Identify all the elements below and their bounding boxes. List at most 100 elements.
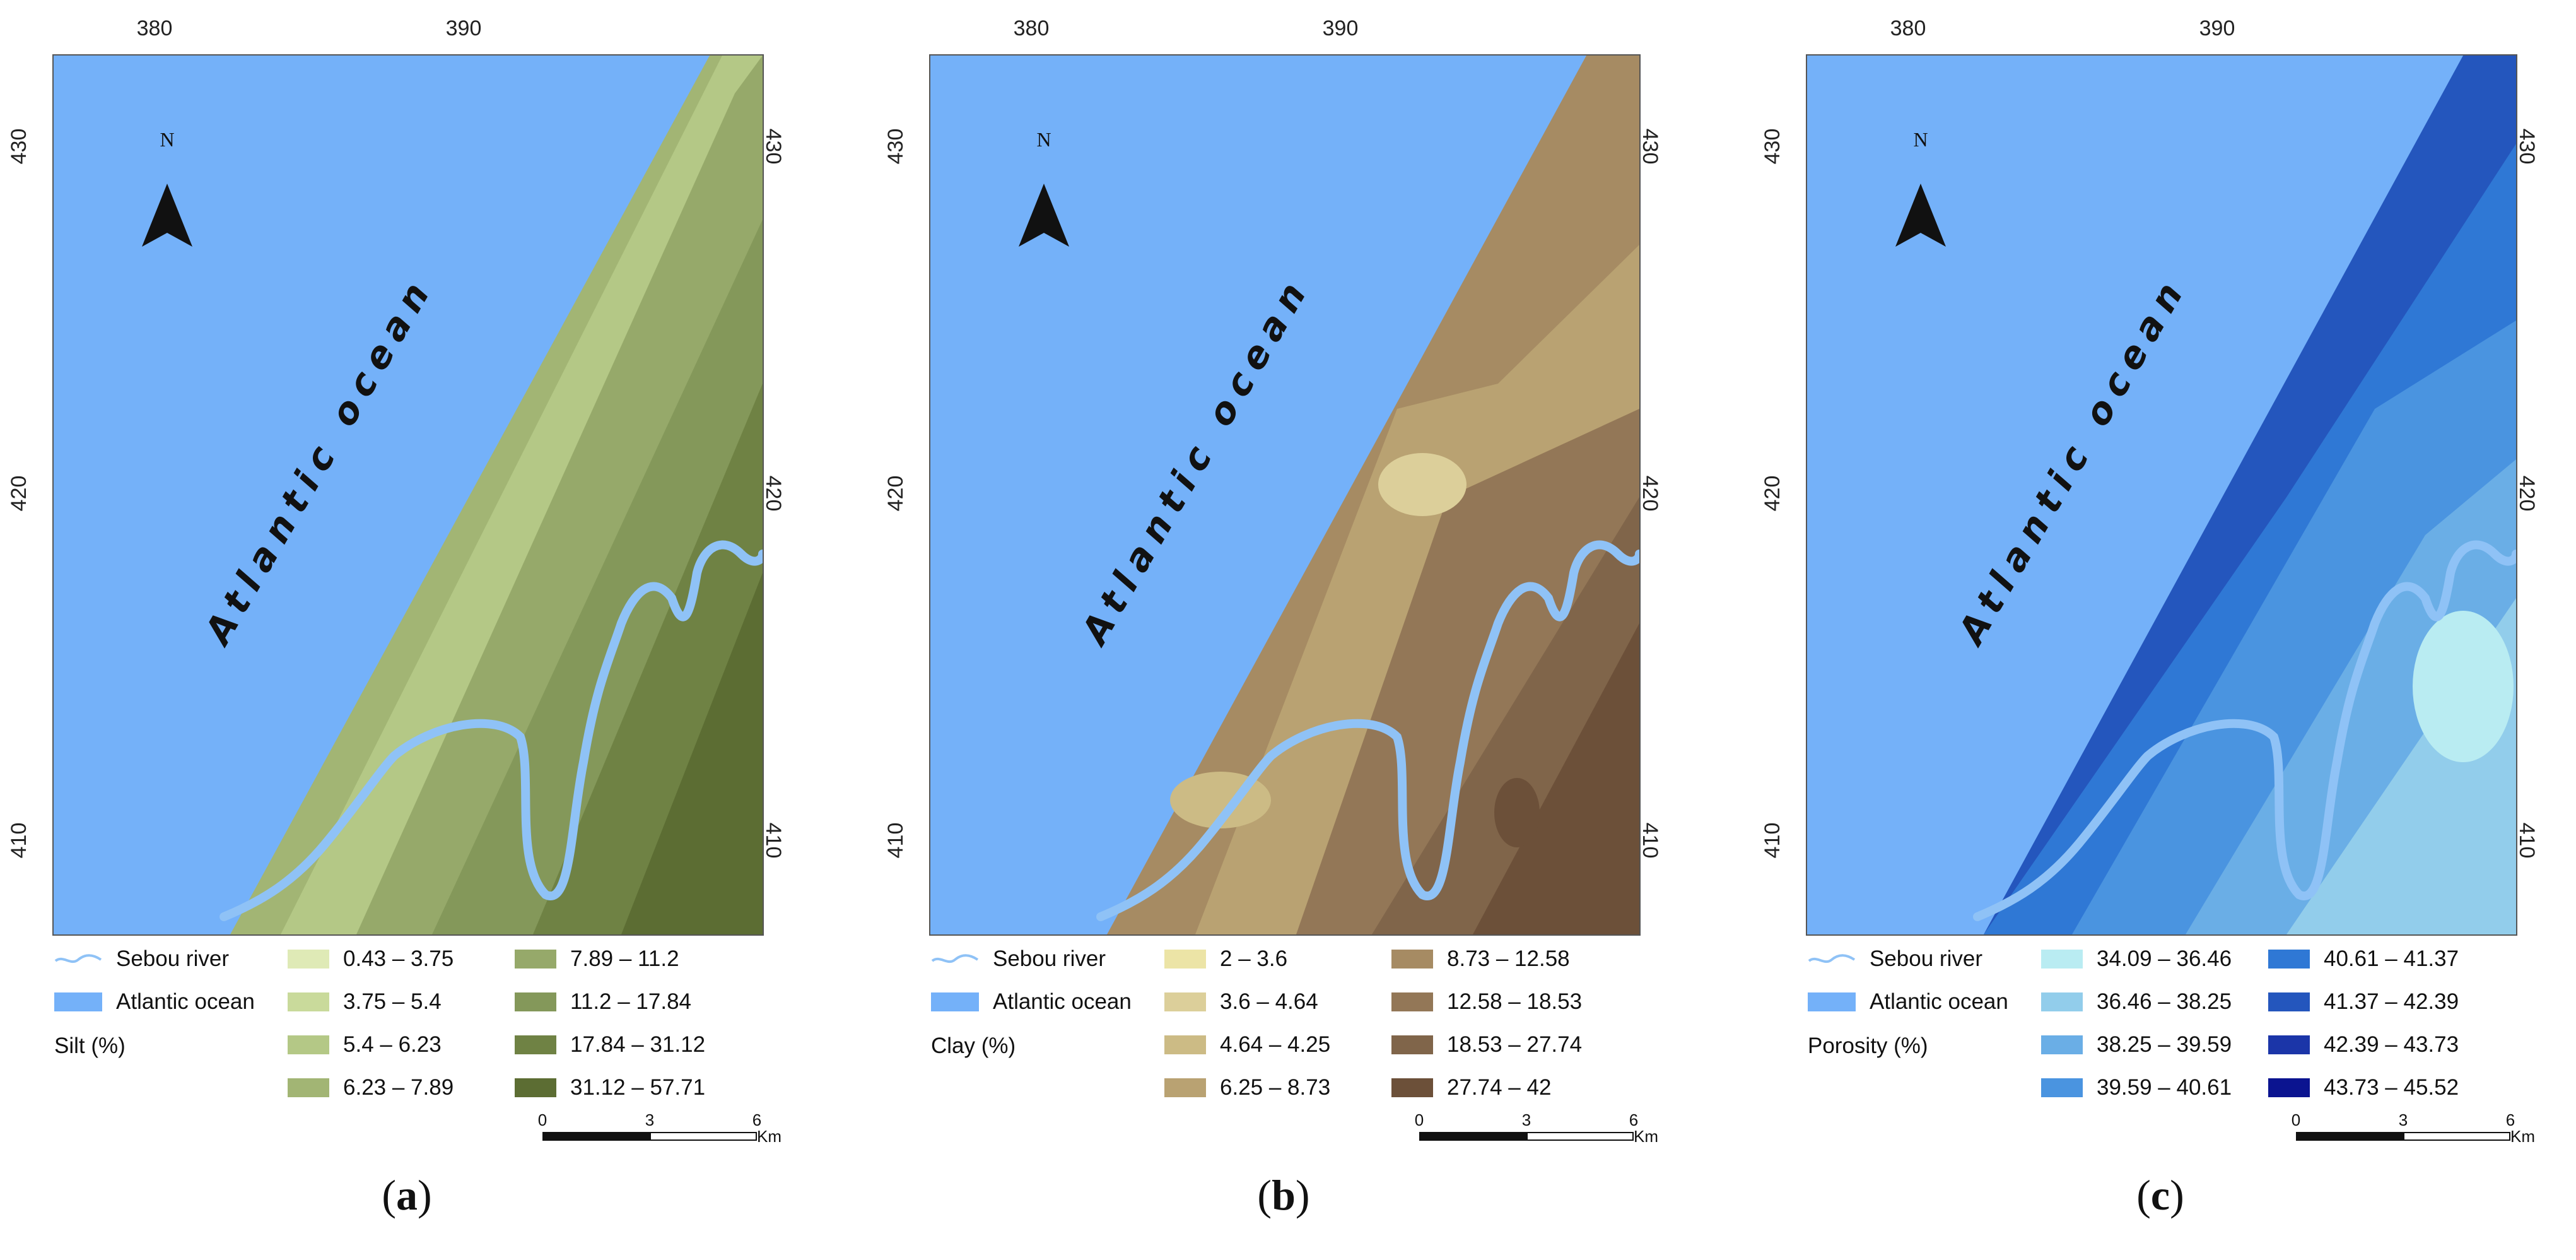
panel-caption: (a) <box>382 1171 432 1219</box>
legend-class-range: 42.39 – 43.73 <box>2324 1032 2459 1057</box>
northing-tick-label-right: 430 <box>1638 128 1662 165</box>
legend-ocean-label: Atlantic ocean <box>116 989 255 1014</box>
legend-river-item: Sebou river <box>54 946 229 972</box>
legend-class-range: 2 – 3.6 <box>1220 946 1288 971</box>
class-swatch <box>1164 1035 1206 1054</box>
legend-class-range: 6.23 – 7.89 <box>343 1075 454 1100</box>
northing-tick-label-left: 420 <box>884 475 908 512</box>
legend-class-item: 2 – 3.6 <box>1164 946 1287 972</box>
legend-class-range: 6.25 – 8.73 <box>1220 1075 1331 1100</box>
legend-river-item: Sebou river <box>931 946 1106 972</box>
panel-caption-letter: b <box>1272 1171 1296 1219</box>
scale-bar-segment-filled <box>2296 1132 2403 1141</box>
zone-patch <box>1494 778 1540 847</box>
legend-class-range: 11.2 – 17.84 <box>570 989 692 1014</box>
northing-tick-label-left: 410 <box>884 822 908 859</box>
legend-ocean-item: Atlantic ocean <box>1808 989 2008 1015</box>
legend-class-item: 17.84 – 31.12 <box>515 1032 705 1057</box>
zone-patch <box>1378 453 1467 516</box>
scale-bar-tick: 3 <box>1521 1110 1531 1129</box>
north-arrow-icon: N <box>1019 128 1069 247</box>
legend-river-item: Sebou river <box>1808 946 1982 972</box>
panel-caption: (c) <box>2136 1171 2184 1219</box>
ocean-swatch <box>54 992 102 1011</box>
legend-class-range: 3.6 – 4.64 <box>1220 989 1318 1014</box>
scale-bar-segment-filled <box>542 1132 650 1141</box>
scale-bar-tick: 0 <box>537 1110 547 1129</box>
ocean-swatch <box>931 992 979 1011</box>
panel-caption-letter: c <box>2150 1171 2170 1219</box>
legend-class-item: 12.58 – 18.53 <box>1391 989 1582 1015</box>
legend-class-item: 38.25 – 39.59 <box>2041 1032 2232 1057</box>
legend-variable-title: Porosity (%) <box>1808 1033 1928 1058</box>
northing-tick-label-right: 430 <box>2515 128 2539 165</box>
northing-tick-label-right: 410 <box>761 822 785 859</box>
class-swatch <box>1164 1078 1206 1097</box>
north-arrow-shape <box>1019 184 1069 247</box>
legend-class-item: 0.43 – 3.75 <box>288 946 454 972</box>
map-canvas <box>54 56 763 934</box>
map-frame: N Atlantic ocean <box>929 54 1641 936</box>
legend-class-range: 3.75 – 5.4 <box>343 989 442 1014</box>
scale-bar-segment-empty <box>650 1132 757 1141</box>
class-swatch <box>1391 1035 1433 1054</box>
class-swatch <box>2041 950 2083 969</box>
river-symbol-icon <box>1808 954 1856 963</box>
legend-variable-title: Clay (%) <box>931 1033 1016 1058</box>
class-swatch <box>2041 1078 2083 1097</box>
scale-bar-unit: Km <box>2510 1127 2535 1146</box>
north-label: N <box>1036 128 1051 151</box>
scale-bar-tick: 6 <box>752 1110 762 1129</box>
legend-class-range: 0.43 – 3.75 <box>343 946 454 971</box>
map-frame: N Atlantic ocean <box>52 54 764 936</box>
legend-class-range: 12.58 – 18.53 <box>1447 989 1583 1014</box>
northing-tick-label-left: 420 <box>1760 475 1784 512</box>
legend-class-item: 3.6 – 4.64 <box>1164 989 1318 1015</box>
easting-tick-label: 390 <box>1322 16 1359 40</box>
legend-class-item: 3.75 – 5.4 <box>288 989 442 1015</box>
class-swatch <box>1164 950 1206 969</box>
map-canvas <box>1807 56 2516 934</box>
map-frame: N Atlantic ocean <box>1806 54 2517 936</box>
north-arrow-icon: N <box>1895 128 1946 247</box>
legend-class-item: 8.73 – 12.58 <box>1391 946 1570 972</box>
legend-class-item: 27.74 – 42 <box>1391 1075 1551 1100</box>
legend-class-item: 34.09 – 36.46 <box>2041 946 2232 972</box>
class-swatch <box>515 992 556 1011</box>
sebou-river-line <box>1973 540 2516 921</box>
ocean-swatch <box>1808 992 1856 1011</box>
northing-tick-label-left: 410 <box>1760 822 1784 859</box>
legend-variable-title: Silt (%) <box>54 1033 126 1058</box>
easting-tick-label: 380 <box>136 16 173 40</box>
scale-bar-tick: 6 <box>1629 1110 1639 1129</box>
class-swatch <box>1391 950 1433 969</box>
class-swatch <box>515 1078 556 1097</box>
scale-bar-tick: 3 <box>2398 1110 2408 1129</box>
scale-bar-segment-empty <box>1526 1132 1634 1141</box>
north-arrow-shape <box>142 184 192 247</box>
legend-class-item: 6.25 – 8.73 <box>1164 1075 1330 1100</box>
easting-tick-label: 390 <box>445 16 482 40</box>
scale-bar-tick: 0 <box>1414 1110 1424 1129</box>
northing-tick-label-left: 430 <box>7 128 31 165</box>
legend-class-item: 4.64 – 4.25 <box>1164 1032 1330 1057</box>
zone-patch <box>2413 611 2514 762</box>
legend-class-item: 6.23 – 7.89 <box>288 1075 454 1100</box>
class-swatch <box>2268 1035 2310 1054</box>
legend-class-item: 39.59 – 40.61 <box>2041 1075 2232 1100</box>
zone-band <box>1473 623 1639 934</box>
legend-river-label: Sebou river <box>993 946 1106 971</box>
legend-class-range: 27.74 – 42 <box>1447 1075 1552 1100</box>
legend-ocean-label: Atlantic ocean <box>993 989 1132 1014</box>
class-swatch <box>515 1035 556 1054</box>
legend-river-label: Sebou river <box>1870 946 1982 971</box>
legend-class-range: 18.53 – 27.74 <box>1447 1032 1583 1057</box>
legend-class-range: 17.84 – 31.12 <box>570 1032 706 1057</box>
